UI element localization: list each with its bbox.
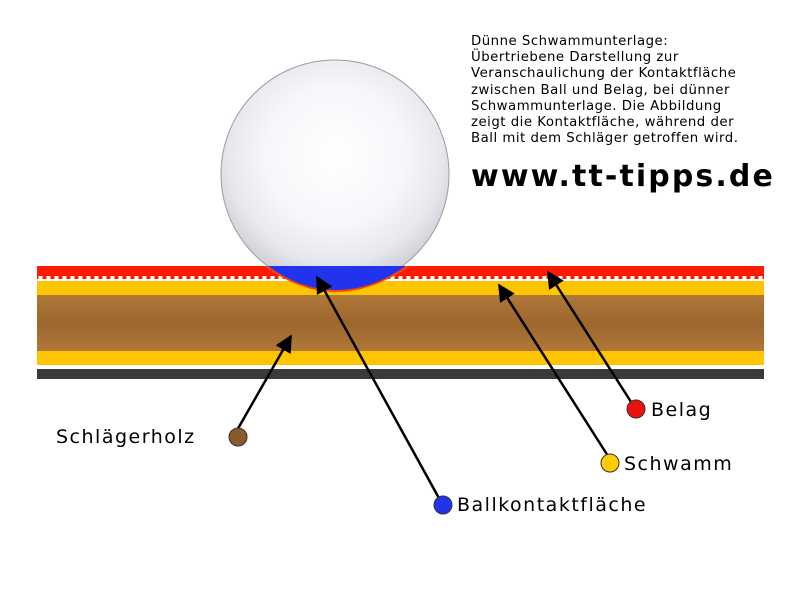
arrow-ballkontaktflaeche [315, 275, 442, 501]
holz-layer [37, 295, 764, 351]
arrow-schlaegerholz [234, 334, 293, 433]
label-schwamm: Schwamm [624, 453, 734, 475]
description-line: Übertriebene Darstellung zur [471, 50, 679, 66]
description-line: zwischen Ball und Belag, bei dünner [471, 82, 730, 98]
schwamm-layer-top [37, 281, 764, 295]
kontaktflaeche [268, 266, 406, 290]
description-line: Veranschaulichung der Kontaktfläche [471, 66, 737, 82]
bottom-pips [37, 365, 764, 370]
label-schlaegerholz: Schlägerholz [56, 426, 196, 448]
dot-schlaegerholz [228, 427, 248, 447]
schwamm-layer-bottom [37, 351, 764, 365]
label-ballkontaktflaeche: Ballkontaktfläche [457, 494, 648, 516]
description-line: Schwammunterlage. Die Abbildung [471, 98, 722, 114]
arrow-belag [546, 270, 635, 406]
description-text: Dünne Schwammunterlage: Übertriebene Dar… [471, 34, 791, 147]
description-line: Dünne Schwammunterlage: [471, 34, 669, 49]
ball [220, 59, 450, 289]
belag-pips [37, 275, 764, 280]
rueckseite-layer [37, 369, 764, 379]
arrow-schwamm [497, 283, 610, 457]
dot-ballkontaktflaeche [433, 495, 453, 515]
description-line: Ball mit dem Schläger getroffen wird. [471, 131, 739, 147]
dot-schwamm [600, 453, 620, 473]
website-url: www.tt-tipps.de [471, 159, 775, 194]
label-belag: Belag [651, 399, 713, 421]
description-line: zeigt die Kontaktfläche, während der [471, 115, 735, 131]
dot-belag [626, 399, 646, 419]
